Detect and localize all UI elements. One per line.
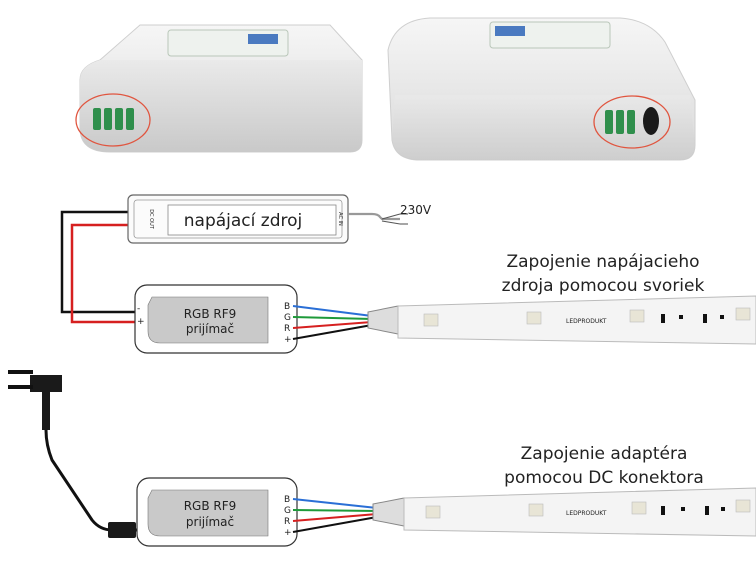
pin-plus: + bbox=[284, 528, 292, 538]
receiver-bottom-subtitle: prijímač bbox=[186, 515, 234, 529]
dc-adapter bbox=[8, 370, 138, 538]
pin-r: R bbox=[284, 517, 290, 527]
pin-g: G bbox=[284, 506, 291, 516]
led-strip-top: LEDPRODUKT bbox=[367, 295, 756, 345]
pin-r: R bbox=[284, 324, 290, 334]
receiver-top: RGB RF9 prijímač - + B G R + bbox=[134, 284, 298, 354]
highlight-ring bbox=[75, 93, 151, 147]
pin-plus: + bbox=[284, 335, 292, 345]
strip-brand-bottom: LEDPRODUKT bbox=[566, 510, 607, 517]
power-supply-label: napájací zdroj bbox=[184, 211, 302, 231]
receiver-bottom-title: RGB RF9 bbox=[184, 499, 237, 513]
heading-bottom-line2: pomocou DC konektora bbox=[504, 468, 704, 488]
highlight-ring bbox=[593, 95, 671, 149]
rgb-wires-top bbox=[292, 305, 373, 340]
supply-wires bbox=[60, 210, 142, 324]
ac-in-text: AC IN bbox=[337, 212, 343, 226]
strip-brand-top: LEDPRODUKT bbox=[566, 318, 607, 325]
power-supply: napájací zdroj DC OUT AC IN bbox=[127, 194, 408, 244]
input-plus: + bbox=[137, 317, 145, 327]
receiver-bottom: RGB RF9 prijímač B G R + bbox=[136, 477, 298, 547]
pin-b: B bbox=[284, 302, 290, 312]
rgb-wires-bottom bbox=[292, 498, 378, 533]
pin-b: B bbox=[284, 495, 290, 505]
heading-top-line2: zdroja pomocou svoriek bbox=[502, 276, 705, 296]
receiver-top-subtitle: prijímač bbox=[186, 322, 234, 336]
pin-g: G bbox=[284, 313, 291, 323]
heading-bottom-line1: Zapojenie adaptéra bbox=[521, 444, 688, 464]
controller-photo-right bbox=[387, 17, 696, 161]
dc-out-text: DC OUT bbox=[148, 209, 154, 230]
input-minus: - bbox=[137, 304, 140, 314]
heading-top-line1: Zapojenie napájacieho bbox=[506, 252, 699, 272]
mains-voltage-label: 230V bbox=[400, 203, 432, 217]
controller-photo-left bbox=[75, 24, 363, 153]
led-strip-bottom: LEDPRODUKT bbox=[372, 487, 756, 537]
receiver-top-title: RGB RF9 bbox=[184, 307, 237, 321]
